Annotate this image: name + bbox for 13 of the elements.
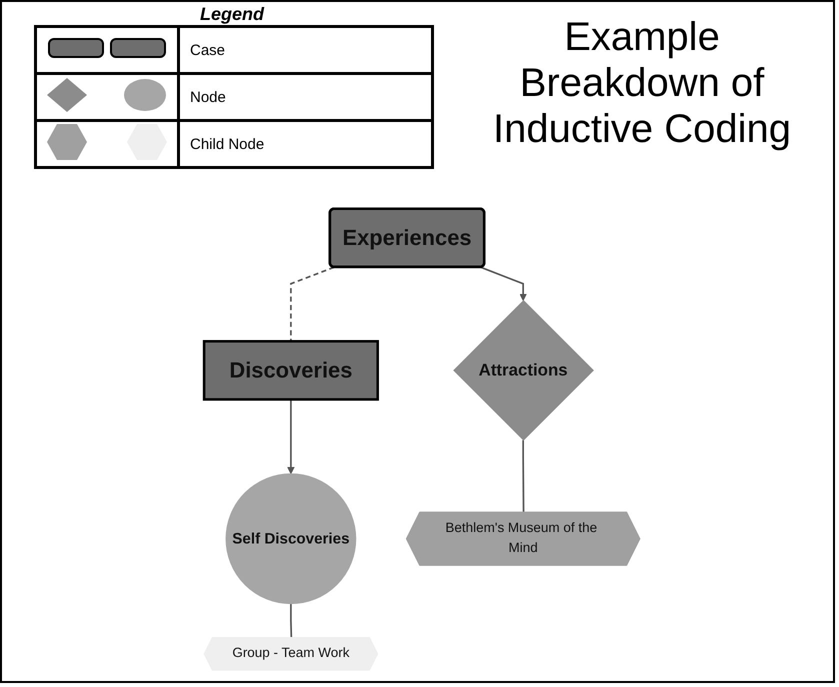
node-box: Discoveries <box>202 340 379 401</box>
node-circle: Self Discoveries <box>226 473 356 604</box>
arrow <box>287 399 295 474</box>
title: Example Breakdown of Inductive Coding <box>492 14 792 152</box>
legend-label: Child Node <box>190 136 264 152</box>
connector <box>290 604 292 638</box>
legend-label: Node <box>190 88 226 106</box>
legend-label: Case <box>190 42 226 58</box>
node-diamond: Attractions <box>453 300 594 441</box>
connector <box>522 440 524 513</box>
connector <box>290 266 334 342</box>
arrow <box>480 266 527 301</box>
legend-heading: Legend <box>200 4 264 25</box>
